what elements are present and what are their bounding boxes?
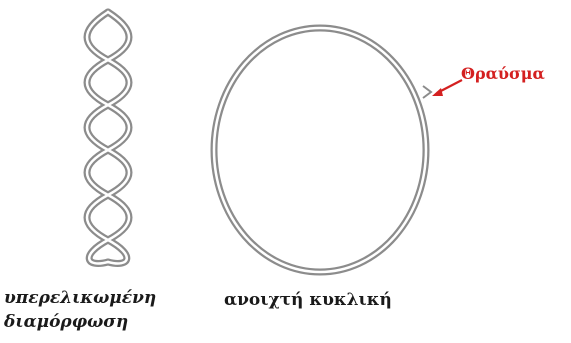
- open-circular-label: ανοιχτή κυκλική: [224, 290, 392, 310]
- open-circular-dna: [214, 28, 432, 272]
- break-label: Θραύσμα: [461, 64, 545, 83]
- supercoiled-label-line1: υπερελικωμένη: [4, 286, 204, 310]
- supercoiled-label: υπερελικωμένη διαμόρφωση: [4, 286, 204, 334]
- supercoiled-label-line2: διαμόρφωση: [4, 310, 204, 334]
- break-arrow: [432, 80, 462, 96]
- supercoiled-dna: [87, 12, 129, 263]
